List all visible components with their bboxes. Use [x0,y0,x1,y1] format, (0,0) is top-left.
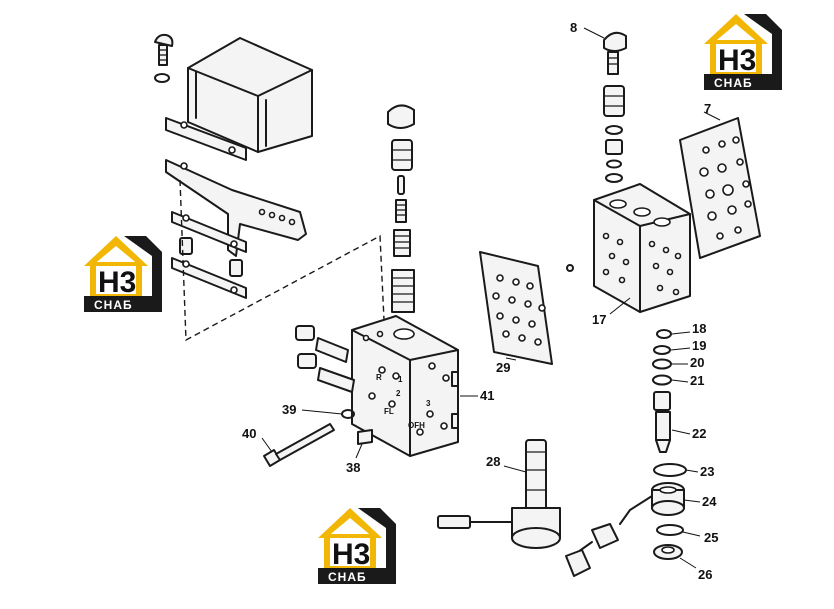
spool-stack [387,104,415,313]
screw-38 [357,429,373,445]
callout-41: 41 [460,388,494,403]
callout-17: 17 [592,297,631,327]
callout-25: 25 [682,530,718,545]
port-mark-1: 1 [398,375,403,384]
callout-39: 39 [282,402,343,417]
mounting-bracket [165,159,307,257]
port-mark-ofh: OFH [408,421,425,430]
watermark-letters: H3 [718,44,756,77]
callout-24: 24 [683,494,717,509]
o-ring-23 [653,463,687,477]
callout-28: 28 [486,454,527,473]
callout-label-25: 25 [704,530,718,545]
gasket-7 [679,117,761,259]
rubber-mount-right [229,259,243,277]
callout-40: 40 [242,426,273,453]
solenoid-28 [437,439,561,549]
port-mark-3: 3 [426,399,431,408]
o-ring-25 [656,524,684,536]
callout-label-18: 18 [692,321,706,336]
callout-label-26: 26 [698,567,712,582]
watermark-letters: H3 [332,538,370,571]
callout-label-21: 21 [690,373,704,388]
callout-18: 18 [671,321,706,336]
cover-bolt [154,33,174,66]
callout-22: 22 [671,426,706,441]
side-plug-lower [297,353,355,393]
medium-spring [393,229,411,257]
callout-8: 8 [570,20,605,39]
valve-block-17 [593,183,691,313]
port-mark-fl: FL [384,407,394,416]
callout-20: 20 [672,355,704,370]
small-spring [395,199,407,223]
callout-label-19: 19 [692,338,706,353]
spacer-plate-lower [171,257,247,299]
callout-label-40: 40 [242,426,256,441]
watermark-subtitle: СНАБ [94,298,133,312]
callout-label-41: 41 [480,388,494,403]
callout-19: 19 [670,338,706,353]
watermark-logo-left: H3 СНАБ [84,236,162,312]
callout-label-20: 20 [690,355,704,370]
solenoid-coil-24 [565,482,685,577]
gasket-29 [479,251,553,365]
callout-29: 29 [496,357,517,375]
cover-gasket [165,117,247,161]
callout-38: 38 [346,443,363,475]
valve-body: R 1 2 3 FL OFH [351,315,459,457]
callout-label-29: 29 [496,360,510,375]
solenoid-valve-22 [653,391,671,453]
watermark-letters: H3 [98,266,136,299]
callout-label-17: 17 [592,312,606,327]
callout-21: 21 [671,373,704,388]
callout-label-24: 24 [702,494,717,509]
spool-upper [391,139,413,171]
watermark-subtitle: СНАБ [714,76,753,90]
small-plug [566,264,574,272]
spacer-plate-upper [171,211,247,253]
pin [397,175,405,195]
cover-box [187,37,313,153]
port-mark-2: 2 [396,389,401,398]
plug-cap [387,104,415,129]
watermark-subtitle: СНАБ [328,570,367,584]
callout-26: 26 [679,557,712,582]
watermark-logo-bottom: H3 СНАБ [318,508,396,584]
callout-label-7: 7 [704,101,711,116]
callout-label-23: 23 [700,464,714,479]
callout-23: 23 [685,464,714,479]
top-valve-8 [603,31,627,183]
callout-label-28: 28 [486,454,500,469]
nut-26 [653,544,683,560]
callout-label-22: 22 [692,426,706,441]
callout-label-38: 38 [346,460,360,475]
cover-assembly [154,33,385,342]
port-mark-r: R [376,373,382,382]
large-spring [391,269,415,313]
callout-label-39: 39 [282,402,296,417]
seal-stack [652,329,672,386]
side-plug-upper [295,325,349,363]
callout-7: 7 [703,101,721,121]
callout-label-8: 8 [570,20,577,35]
long-bolt-40 [263,423,335,467]
cover-washer [154,73,170,83]
watermark-logo-top-right: H3 СНАБ [704,14,782,90]
